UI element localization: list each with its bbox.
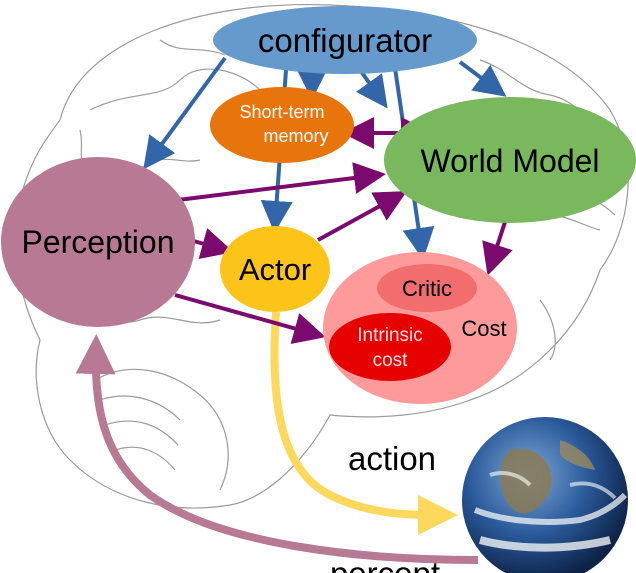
perception-label: Perception (22, 224, 175, 260)
critic-label: Critic (402, 276, 452, 301)
short-term-memory-label-line1: Short-term (239, 102, 324, 122)
percept-label: percept (330, 555, 440, 573)
critic-node: Critic (377, 264, 477, 312)
earth-globe (462, 417, 628, 573)
configurator-node: configurator (213, 6, 477, 74)
intrinsic-cost-label-line1: Intrinsic (357, 325, 422, 346)
world-model-label: World Model (420, 143, 599, 179)
percept-arrow (75, 334, 479, 564)
world-model-node: World Model (384, 97, 636, 223)
action-arrow (270, 311, 458, 535)
intrinsic-cost-node: Intrinsic cost (329, 313, 451, 381)
actor-label: Actor (239, 252, 311, 287)
short-term-memory-label-line2: memory (263, 126, 328, 146)
short-term-memory-node: Short-term memory (210, 87, 354, 163)
configurator-label: configurator (258, 22, 432, 59)
perception-node: Perception (1, 157, 195, 327)
cost-label: Cost (461, 316, 506, 341)
intrinsic-cost-label-line2: cost (373, 350, 409, 371)
action-label: action (348, 440, 436, 477)
actor-node: Actor (220, 226, 330, 312)
